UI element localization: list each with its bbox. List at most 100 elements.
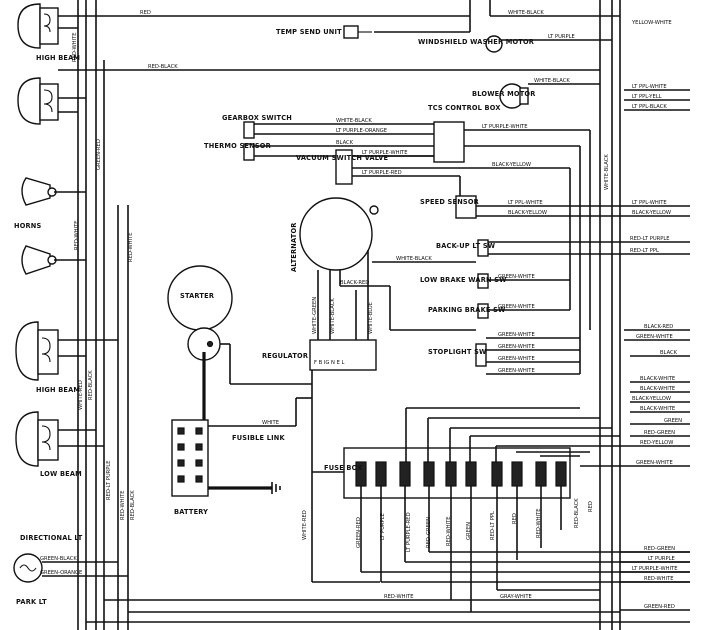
wire-label-black-r: BLACK [660, 350, 678, 356]
label-park-lt: PARK LT [16, 598, 47, 606]
low-beam-lamp [15, 411, 59, 467]
alternator [299, 197, 379, 271]
wire-label-black: BLACK [336, 140, 354, 146]
wire-label-green-black: GREEN-BLACK [40, 556, 77, 562]
wire-label-white-black-gear: WHITE-BLACK [336, 118, 372, 124]
label-parking-brake-sw: PARKING BRAKE SW [428, 306, 506, 314]
wire-label-black-yellow-2: BLACK-YELLOW [632, 396, 671, 402]
wire-label-lt-purple-orange: LT PURPLE-ORANGE [336, 128, 387, 134]
wire-label-lt-purple-white-2: LT PURPLE-WHITE [482, 124, 528, 130]
wire-label-yellow-white: YELLOW-WHITE [631, 20, 672, 26]
wire-label-black-yellow: BLACK-YELLOW [492, 162, 531, 168]
horn-lower [21, 245, 57, 275]
directional-lamp [13, 553, 43, 583]
horn-upper [21, 177, 57, 206]
wire-label-green-white-5: GREEN-WHITE [498, 356, 535, 362]
label-battery: BATTERY [174, 508, 208, 516]
wire-label-red: RED [140, 10, 151, 16]
wire-label-red-green: RED-GREEN [644, 430, 675, 436]
wire-label-green-white-3: GREEN-WHITE [498, 332, 535, 338]
wire-label-red-white-v: RED-WHITE [128, 232, 134, 262]
wire-label-lt-purple-fuse: LT PURPLE [380, 513, 386, 540]
wire-label-white-green: WHITE-GREEN [312, 297, 318, 334]
battery [171, 419, 209, 497]
stoplight-sw [475, 343, 487, 367]
wire-label-white: WHITE [262, 420, 279, 426]
wire-label-white-black-alt: WHITE-BLACK [396, 256, 432, 262]
fuse-9 [535, 461, 547, 487]
wire-label-white-black-top: WHITE-BLACK [508, 10, 544, 16]
wire-label-black-white-3: BLACK-WHITE [640, 406, 675, 412]
wire-label-red-lt-ppl-fuse: RED-LT PPL [490, 511, 496, 540]
wire-label-red-white-left: RED-WHITE [74, 220, 80, 250]
label-starter: STARTER [180, 292, 214, 300]
wire-label-red-white-fuse: RED-WHITE [446, 516, 452, 546]
wire-label-red-black-left: RED-BLACK [88, 370, 94, 400]
wire-label-red-black: RED-BLACK [148, 64, 178, 70]
wire-label-lt-ppl-yell: LT PPL-YELL [632, 94, 662, 100]
wire-label-red-white-left2: RED-WHITE [120, 490, 126, 520]
wire-label-red-lt-ppl: RED-LT PPL [630, 248, 659, 254]
fuse-10 [555, 461, 567, 487]
wire-label-white-black-reg: WHITE-BLACK [330, 298, 336, 334]
temp-send-unit [343, 25, 372, 39]
wire-label-red-lt-purple-left: RED-LT PURPLE [106, 460, 112, 500]
label-temp-send-unit: TEMP SEND UNIT [276, 28, 342, 36]
wire-label-green-white-2: GREEN-WHITE [498, 304, 535, 310]
wire-label-white-red: WHITE-RED [78, 380, 84, 410]
regulator [309, 339, 377, 371]
wire-label-lt-ppl-white: LT PPL-WHITE [632, 84, 667, 90]
wire-label-white-red-v: WHITE-RED [302, 510, 308, 540]
label-stoplight-sw: STOPLIGHT SW [428, 348, 487, 356]
label-gearbox-switch: GEARBOX SWITCH [222, 114, 292, 122]
fuse-2 [375, 461, 387, 487]
wire-label-red-fuse2: RED [588, 501, 594, 512]
high-beam-lamp-top [17, 3, 59, 49]
wire-label-green-white-4: GREEN-WHITE [498, 344, 535, 350]
wire-label-green-white-1: GREEN-WHITE [498, 274, 535, 280]
speed-sensor [455, 195, 477, 219]
wire-label-green-white-6: GREEN-WHITE [498, 368, 535, 374]
low-brake-warn-sw [477, 273, 489, 289]
label-regulator-terminals: F B IG N E L [314, 360, 344, 366]
ground-symbol [271, 482, 281, 494]
wire-label-green-white-right: GREEN-WHITE [636, 334, 673, 340]
wire-label-black-white-2: BLACK-WHITE [640, 386, 675, 392]
wire-label-red-white-top: RED-WHITE [72, 32, 78, 62]
tcs-control-box [433, 121, 465, 163]
fuse-7 [491, 461, 503, 487]
wire-label-red-fuse: RED [512, 513, 518, 524]
wire-label-lt-ppl-black: LT PPL-BLACK [632, 104, 667, 110]
wire-label-green-red-fuse: GREEN-RED [356, 517, 362, 548]
fuse-4 [423, 461, 435, 487]
wire-label-black-red-right: BLACK-RED [644, 324, 673, 330]
wire-label-red-black-fuse: RED-BLACK [574, 498, 580, 528]
wire-label-lt-ppl-white-speed: LT PPL-WHITE [508, 200, 543, 206]
gearbox-switch [243, 121, 255, 139]
label-fuse-box: FUSE BOX [324, 464, 363, 472]
wire-label-lt-purple-br: LT PURPLE [648, 556, 675, 562]
label-washer-motor: WINDSHIELD WASHER MOTOR [418, 38, 534, 46]
back-up-lt-sw [477, 239, 489, 257]
wire-label-red-green-br: RED-GREEN [644, 546, 675, 552]
wire-label-white-black-v: WHITE-BLACK [604, 154, 610, 190]
wire-label-black-red-alt: BLACK-RED [340, 280, 369, 286]
wire-label-green-red: GREEN-RED [96, 139, 102, 170]
wire-label-lt-purple-red-fuse: LT PURPLE-RED [406, 512, 412, 552]
wire-label-red-yellow: RED-YELLOW [640, 440, 673, 446]
label-low-beam: LOW BEAM [40, 470, 82, 478]
washer-motor [485, 35, 503, 53]
wire-label-lt-purple-white-br: LT PURPLE-WHITE [632, 566, 678, 572]
wire-label-red-white-fuse2: RED-WHITE [536, 508, 542, 538]
wire-label-red-lt-purple: RED-LT PURPLE [630, 236, 670, 242]
parking-brake-sw [477, 303, 489, 319]
wire-label-black-yellow-right: BLACK-YELLOW [632, 210, 671, 216]
wire-label-white-blue: WHITE-BLUE [368, 302, 374, 334]
wire-label-gray-white: GRAY-WHITE [500, 594, 532, 600]
fuse-6 [465, 461, 477, 487]
wire-label-lt-ppl-white-right: LT PPL-WHITE [632, 200, 667, 206]
label-high-beam-top: HIGH BEAM [36, 54, 80, 62]
fuse-8 [511, 461, 523, 487]
wire-label-green-orange: GREEN-ORANGE [40, 570, 82, 576]
